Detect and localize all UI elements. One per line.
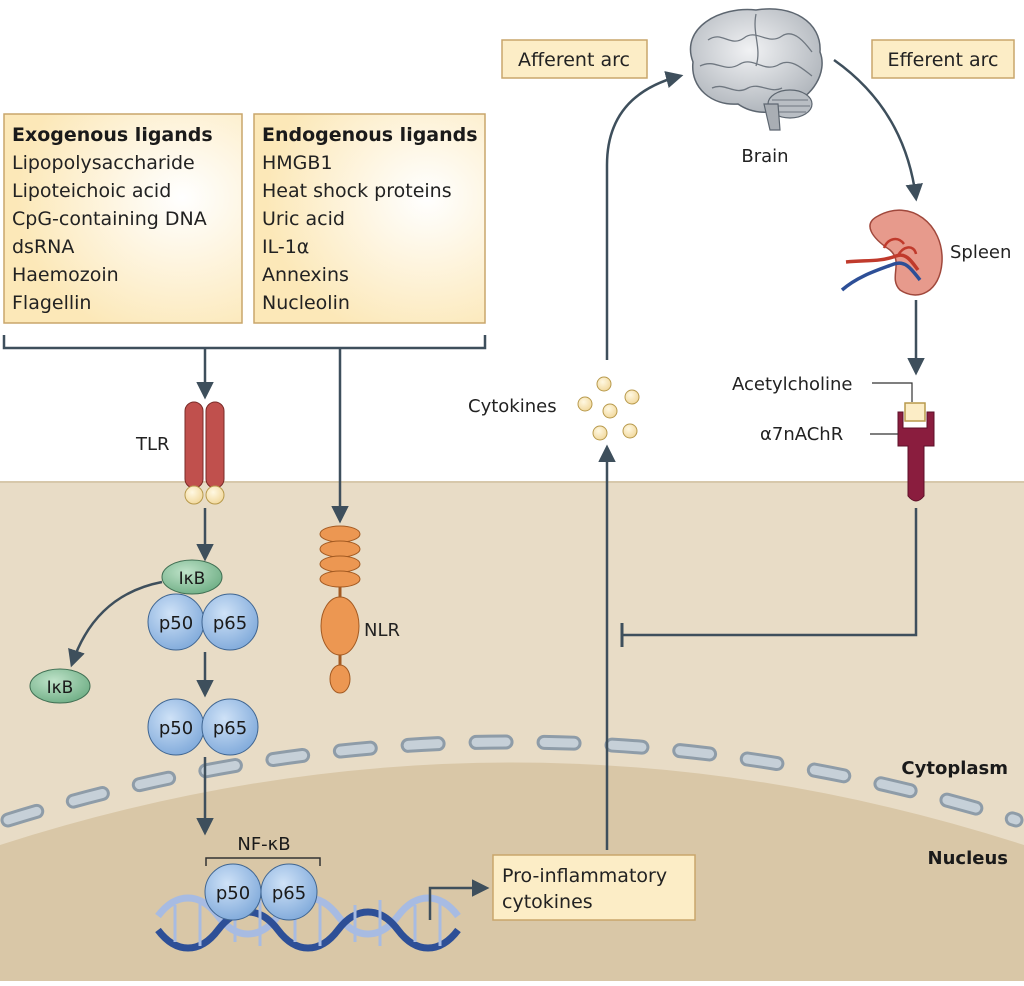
endogenous-ligand-item: Heat shock proteins (262, 180, 452, 202)
nlr-label: NLR (364, 620, 400, 641)
pro-inflammatory-cytokines-box: Pro-inflammatory cytokines (492, 854, 696, 921)
spleen-illustration (840, 209, 943, 296)
arrow-transcription (428, 879, 490, 920)
efferent-arc-box: Efferent arc (871, 39, 1015, 79)
exogenous-ligands-title: Exogenous ligands (12, 124, 213, 146)
tlr-receptor (184, 401, 225, 505)
p50-label: p50 (216, 883, 250, 904)
free-ikb: IκB (29, 668, 91, 704)
acetylcholine-molecule (904, 402, 926, 422)
a7nachr-receptor (897, 411, 935, 502)
p65-label: p65 (213, 613, 247, 634)
exogenous-ligand-item: dsRNA (12, 236, 74, 258)
cytokines-label: Cytokines (468, 396, 557, 417)
acetylcholine-label: Acetylcholine (732, 374, 852, 395)
p50-label: p50 (159, 613, 193, 634)
exogenous-ligand-item: CpG-containing DNA (12, 208, 207, 230)
efferent-arc-label: Efferent arc (888, 49, 999, 71)
acetylcholine-leader (872, 382, 913, 402)
exogenous-ligand-item: Haemozoin (12, 264, 119, 286)
p50-label: p50 (159, 718, 193, 739)
a7nachr-label: α7nAChR (760, 424, 843, 445)
inhibition-line (622, 508, 918, 637)
efferent-arc-arrow (833, 58, 923, 202)
brain-illustration (689, 8, 823, 131)
endogenous-ligand-item: Uric acid (262, 208, 345, 230)
exogenous-ligand-item: Flagellin (12, 292, 91, 314)
p50-p65-dimer: p50 p65 (147, 698, 259, 756)
nucleus-label: Nucleus (928, 848, 1008, 869)
afferent-arc-arrow (605, 71, 684, 360)
nfkb-dna-bound: p50 p65 (204, 863, 318, 921)
p65-label: p65 (272, 883, 306, 904)
nlr-receptor (319, 525, 361, 694)
endogenous-ligand-item: IL-1α (262, 236, 309, 258)
ligand-bracket (2, 335, 487, 350)
free-ikb-label: IκB (47, 678, 74, 698)
brain-label: Brain (741, 146, 788, 167)
exogenous-ligands-box: Exogenous ligands Lipopolysaccharide Lip… (3, 113, 243, 324)
endogenous-ligand-item: HMGB1 (262, 152, 333, 174)
afferent-arc-box: Afferent arc (501, 39, 648, 79)
endogenous-ligand-item: Nucleolin (262, 292, 350, 314)
endogenous-ligands-title: Endogenous ligands (262, 124, 478, 146)
nfkb-bracket (205, 857, 321, 866)
afferent-arc-label: Afferent arc (518, 49, 630, 71)
exogenous-ligand-item: Lipopolysaccharide (12, 152, 195, 174)
exogenous-ligand-item: Lipoteichoic acid (12, 180, 171, 202)
nfkb-label: NF-κB (237, 834, 290, 855)
ikb-label: IκB (179, 569, 206, 589)
p65-label: p65 (213, 718, 247, 739)
endogenous-ligand-item: Annexins (262, 264, 349, 286)
arrow-ikb-release (68, 580, 163, 668)
spleen-label: Spleen (950, 242, 1011, 263)
tlr-label: TLR (135, 434, 170, 455)
pro-inflammatory-line2: cytokines (502, 891, 593, 913)
cytokine-particles (577, 376, 640, 441)
endogenous-ligands-box: Endogenous ligands HMGB1 Heat shock prot… (253, 113, 486, 324)
ikb-nfkb-complex: IκB p50 p65 (147, 559, 259, 651)
pro-inflammatory-line1: Pro-inflammatory (502, 865, 667, 887)
cytoplasm-label: Cytoplasm (901, 758, 1008, 779)
